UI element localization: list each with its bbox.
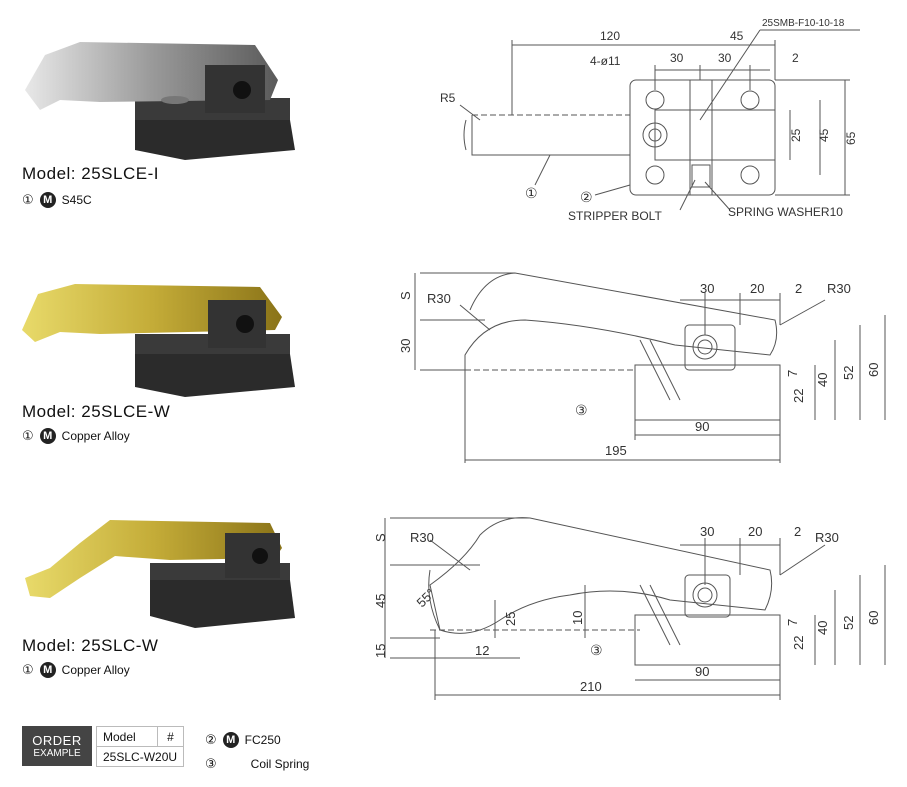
dim-210: 210: [580, 679, 602, 694]
dim-12: 12: [475, 643, 489, 658]
stripper-label: STRIPPER BOLT: [568, 209, 662, 223]
material-line-1: ① M S45C: [22, 192, 92, 208]
callout-2: ②: [580, 189, 593, 205]
material-line-2: ① M Copper Alloy: [22, 428, 130, 444]
product-photo-25slc-w: [25, 520, 295, 628]
dim-30: 30: [700, 281, 714, 296]
dim-45v: 45: [373, 594, 388, 608]
dim-195: 195: [605, 443, 627, 458]
dim-20: 20: [750, 281, 764, 296]
callout-3: ③: [575, 402, 588, 418]
drawing-top-view: 120 45 25SMB-F10-10-18 4-ø11 30 30 2 R5 …: [440, 18, 860, 223]
material-name: S45C: [61, 193, 92, 207]
dim-22: 22: [791, 636, 806, 650]
dim-52: 52: [841, 366, 856, 380]
dim-7: 7: [785, 619, 800, 626]
dim-30b: 30: [718, 51, 732, 65]
dim-2: 2: [795, 281, 802, 296]
model-title-3: Model: 25SLC-W: [22, 636, 159, 655]
order-table: Model # 25SLC-W20U: [95, 726, 185, 767]
drawing-side-view-slc: S R30 30 20 2 R30 45 55° 25 10 15 12 ③ 7…: [373, 517, 886, 700]
callout-number: ①: [22, 192, 34, 207]
dim-90: 90: [695, 419, 709, 434]
part-code: 25SMB-F10-10-18: [762, 18, 845, 29]
dim-40: 40: [815, 373, 830, 387]
material-name: Coil Spring: [250, 757, 310, 771]
model-title-1: Model: 25SLCE-I: [22, 164, 159, 183]
dim-10: 10: [570, 611, 585, 625]
order-material-3: ③ Coil Spring: [205, 752, 309, 776]
material-badge-icon: M: [39, 428, 56, 444]
dim-45: 45: [730, 29, 744, 43]
s-label: S: [373, 533, 388, 542]
dim-25: 25: [503, 612, 518, 626]
callout-3: ③: [590, 642, 603, 658]
hole-spec: 4-ø11: [590, 54, 621, 68]
dim-15: 15: [373, 644, 388, 658]
dim-30v: 30: [398, 339, 413, 353]
dim-90: 90: [695, 664, 709, 679]
product-photo-25slce-w: [22, 284, 295, 397]
product-photo-25slce-i: [25, 42, 295, 160]
dim-40: 40: [815, 621, 830, 635]
order-label-line1: ORDER: [32, 733, 82, 748]
order-label-line2: EXAMPLE: [33, 748, 81, 759]
dim-52: 52: [841, 616, 856, 630]
order-header-hash: #: [156, 726, 185, 747]
dim-60: 60: [866, 611, 881, 625]
callout-number: ①: [22, 428, 34, 443]
dim-65: 65: [844, 131, 858, 145]
callout-number: ①: [22, 662, 34, 677]
order-example: ORDER EXAMPLE Model # 25SLC-W20U: [22, 726, 185, 767]
material-name: FC250: [244, 733, 281, 747]
order-value: 25SLC-W20U: [95, 746, 185, 767]
material-badge-icon: M: [39, 662, 56, 678]
s-label: S: [398, 291, 413, 300]
order-material-2: ② M FC250: [205, 728, 309, 752]
dim-45v: 45: [817, 128, 831, 142]
washer-label: SPRING WASHER10: [728, 205, 843, 219]
dim-7: 7: [785, 370, 800, 377]
dim-25: 25: [789, 128, 803, 142]
callout-number: ③: [205, 756, 217, 771]
material-name: Copper Alloy: [61, 429, 130, 443]
dim-20: 20: [748, 524, 762, 539]
material-line-3: ① M Copper Alloy: [22, 662, 130, 678]
dim-30: 30: [700, 524, 714, 539]
r30-right: R30: [827, 281, 851, 296]
material-name: Copper Alloy: [61, 663, 130, 677]
model-title-2: Model: 25SLCE-W: [22, 402, 171, 421]
callout-number: ②: [205, 732, 217, 747]
r30-left: R30: [410, 530, 434, 545]
dim-120: 120: [600, 29, 620, 43]
order-header-model: Model: [96, 726, 158, 747]
dim-60: 60: [866, 363, 881, 377]
dim-2: 2: [794, 524, 801, 539]
dim-22: 22: [791, 389, 806, 403]
order-materials: ② M FC250 ③ Coil Spring: [205, 728, 309, 776]
callout-1: ①: [525, 185, 538, 201]
order-example-label: ORDER EXAMPLE: [22, 726, 92, 766]
material-badge-icon: M: [222, 732, 239, 748]
dim-2: 2: [792, 51, 799, 65]
material-badge-icon: M: [39, 192, 56, 208]
r5-label: R5: [440, 91, 456, 105]
r30-right: R30: [815, 530, 839, 545]
drawing-side-view-slce: S R30 30 30 20 2 R30 ③ 7 22 40 52 60 90 …: [398, 272, 886, 463]
r30-left: R30: [427, 291, 451, 306]
dim-30a: 30: [670, 51, 684, 65]
